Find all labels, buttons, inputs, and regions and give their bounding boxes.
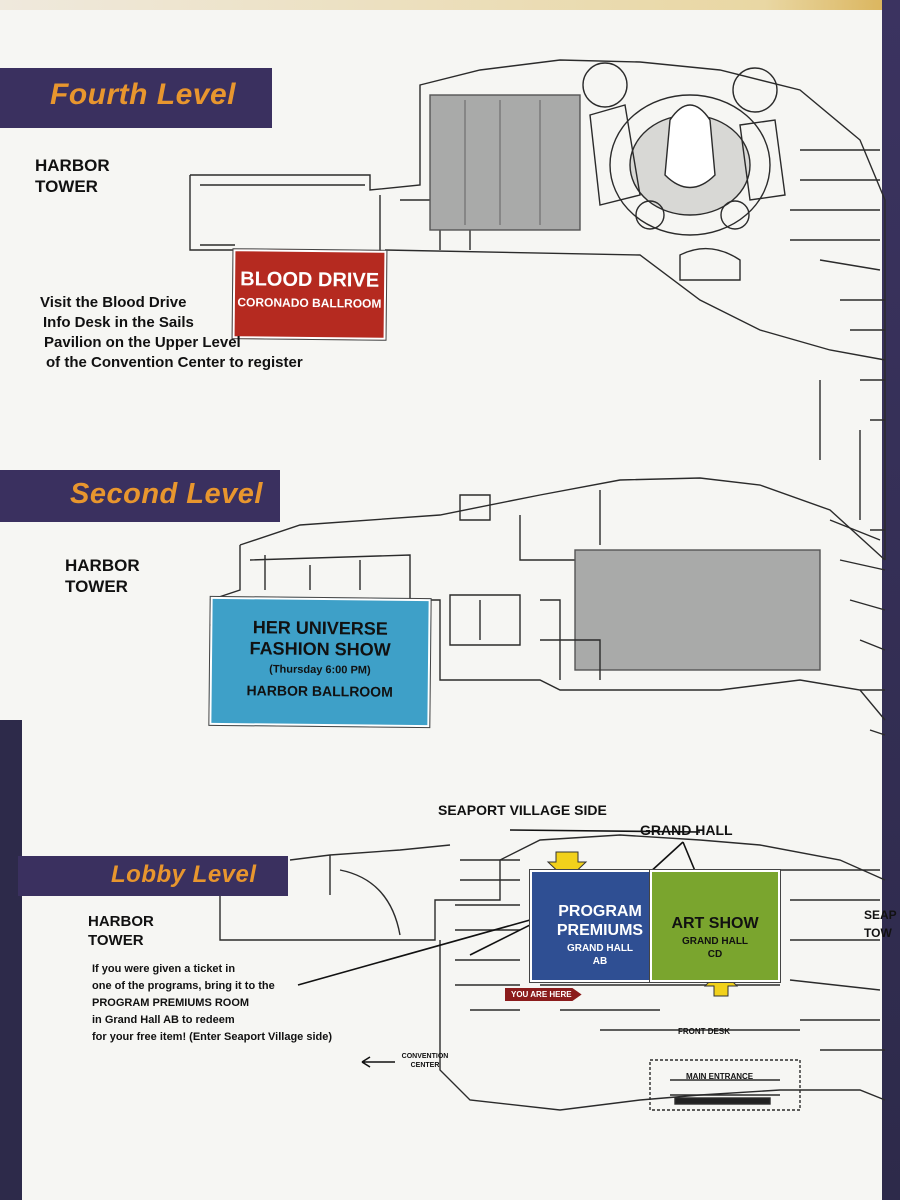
program-premiums-note-line: one of the programs, bring it to the (92, 980, 275, 992)
front-desk-label: FRONT DESK (678, 1027, 730, 1036)
program-premiums-note-line: in Grand Hall AB to redeem (92, 1014, 235, 1026)
blood-drive-note-line: of the Convention Center to register (46, 354, 303, 371)
board-right-edge (882, 0, 900, 1200)
lobby-level-tower-label: HARBOR TOWER (88, 913, 154, 949)
board-left-edge (0, 720, 22, 1200)
lobby-level-banner: Lobby Level (18, 856, 288, 896)
fourth-level-tower-label: HARBOR TOWER (35, 156, 110, 196)
program-premiums-note-line: PROGRAM PREMIUMS ROOM (92, 997, 250, 1009)
lobby-level-title: Lobby Level (111, 861, 257, 888)
art-show-room: ART SHOW GRAND HALL CD (649, 869, 781, 983)
her-universe-room: HER UNIVERSE FASHION SHOW (Thursday 6:00… (208, 595, 432, 729)
board-top-edge (0, 0, 900, 10)
program-premiums-note-line: If you were given a ticket in (92, 963, 236, 975)
harbor-ballroom-label: HARBOR BALLROOM (246, 682, 393, 700)
art-show-hall: GRAND HALL (681, 936, 749, 947)
art-show-title: ART SHOW (671, 915, 759, 932)
blood-drive-note-line: Info Desk in the Sails (43, 314, 194, 331)
second-level-tower-label: HARBOR TOWER (65, 556, 140, 596)
fashion-show-time: (Thursday 6:00 PM) (269, 663, 371, 677)
seaport-tower-label: SEAP TOW (864, 908, 897, 940)
second-level-banner: Second Level (0, 470, 280, 522)
second-level-outline (209, 477, 886, 721)
fourth-level-title: Fourth Level (50, 78, 237, 111)
fourth-level-outline (189, 59, 886, 560)
program-premiums-title-2: PREMIUMS (556, 922, 644, 939)
you-are-here-marker: YOU ARE HERE (505, 988, 582, 1001)
program-premiums-hall-letters: AB (592, 956, 608, 967)
main-entrance-label: MAIN ENTRANCE (686, 1072, 754, 1081)
program-premiums-note-line: for your free item! (Enter Seaport Villa… (92, 1031, 333, 1043)
blood-drive-note-line: Visit the Blood Drive (40, 294, 187, 311)
program-premiums-room: PROGRAM PREMIUMS GRAND HALL AB (529, 869, 671, 983)
convention-center-label: CONVENTION CENTER (401, 1053, 449, 1069)
seaport-village-side-label: SEAPORT VILLAGE SIDE (438, 802, 607, 818)
fashion-show-title: FASHION SHOW (249, 638, 391, 660)
program-premiums-hall: GRAND HALL (566, 943, 634, 954)
second-level-title: Second Level (70, 478, 263, 510)
art-show-hall-letters: CD (707, 949, 723, 960)
her-universe-title: HER UNIVERSE (252, 617, 388, 639)
blood-drive-note-line: Pavilion on the Upper Level (44, 334, 241, 351)
program-premiums-title: PROGRAM (558, 903, 642, 920)
grand-hall-label: GRAND HALL (640, 822, 733, 838)
blood-drive-note: Visit the Blood Drive Info Desk in the S… (40, 293, 303, 373)
lobby-level-outline (219, 834, 886, 941)
program-premiums-note: If you were given a ticket in one of the… (92, 961, 332, 1046)
blood-drive-title: BLOOD DRIVE (240, 268, 380, 292)
fourth-level-banner: Fourth Level (0, 68, 272, 128)
